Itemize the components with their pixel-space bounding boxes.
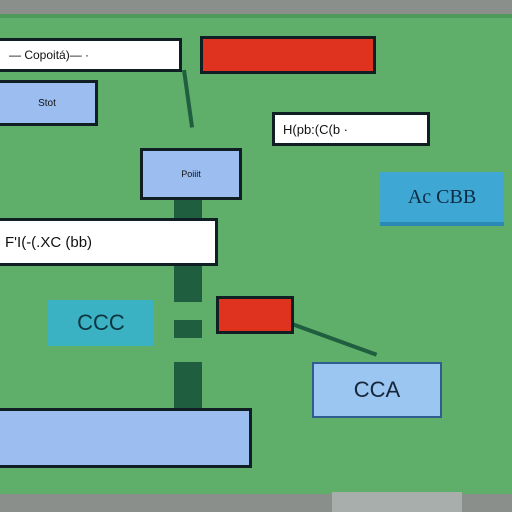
top-input-field[interactable]: — Copoitá)— · [0,38,182,72]
connector-line [291,322,378,357]
connector-trunk [174,266,202,302]
mid-input-field[interactable]: H(pb:(C(b · [272,112,430,146]
bottom-blue-bar[interactable] [0,408,252,468]
start-button-label: Stot [38,97,56,109]
ac-cbb-label: Ac CBB [407,185,477,208]
ac-cbb-label-box: Ac CBB [380,172,504,226]
wide-input-text: F'I(-(.XC (bb) [5,233,93,251]
start-button[interactable]: Stot [0,80,98,126]
top-red-bar[interactable] [200,36,376,74]
top-input-text: — Copoitá)— · [9,48,90,62]
window-bottom-tab [332,492,462,512]
ccc-label: CCC [77,310,125,335]
points-button-label: Poiiit [181,169,201,179]
connector-trunk [174,362,202,410]
connector-trunk [174,200,202,220]
cca-label-box: CCA [312,362,442,418]
connector-trunk [174,320,202,338]
mid-input-text: H(pb:(C(b · [283,121,349,137]
ccc-label-box: CCC [48,300,154,346]
wide-input-field[interactable]: F'I(-(.XC (bb) [0,218,218,266]
window-top-shadow [0,14,512,18]
points-button[interactable]: Poiiit [140,148,242,200]
window-top-bar [0,0,512,14]
middle-red-bar[interactable] [216,296,294,334]
cca-label: CCA [353,377,401,402]
connector-line [182,69,195,128]
